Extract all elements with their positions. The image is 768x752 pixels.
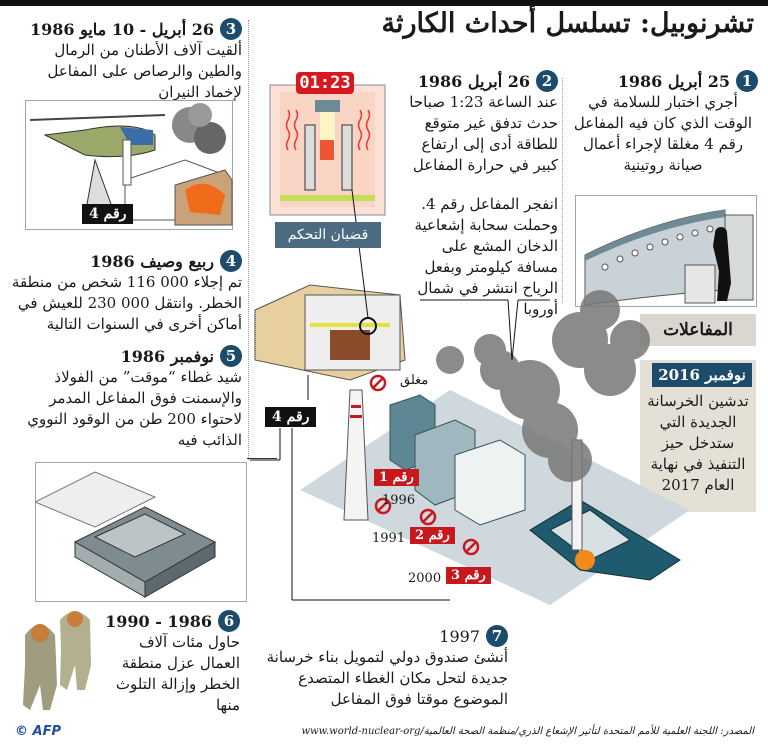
event-1: 1 25 أبريل 1986 أجري اختبار للسلامة في ال… xyxy=(568,70,758,176)
chernobyl-plant-diagram xyxy=(250,84,690,605)
event-number: 2 xyxy=(536,70,558,92)
unit-2-label: رقم 2 xyxy=(410,527,455,544)
connector-line xyxy=(247,458,277,459)
event-number: 5 xyxy=(220,345,242,367)
event-4: 4 ربيع وصيف 1986 تم إجلاء 000 116 شخص من … xyxy=(10,250,242,335)
event-2: 2 26 أبريل 1986 عند الساعة 1:23 صباحا حدث… xyxy=(400,70,558,320)
smoke-cloud xyxy=(436,290,650,482)
unit-1-year: 1996 xyxy=(382,493,416,508)
chimney xyxy=(343,389,369,521)
event-date: 1997 xyxy=(439,626,480,646)
event-text: ألقيت آلاف الأطنان من الرمال والطين والر… xyxy=(47,41,242,101)
divider xyxy=(248,20,249,460)
unit-3-year: 2000 xyxy=(408,571,442,586)
unit-3-label: رقم 3 xyxy=(446,567,491,584)
event-3: 3 26 أبريل - 10 مايو 1986 ألقيت آلاف الأط… xyxy=(10,18,242,103)
nov-2016-date: نوفمبر 2016 xyxy=(652,363,752,387)
event-date: ربيع وصيف 1986 xyxy=(90,251,214,271)
event-5: 5 نوفمبر 1986 شيد غطاء “موقت” من الفولاذ … xyxy=(10,345,242,451)
reactors-label: المفاعلات xyxy=(640,314,756,346)
timer-display: 01:23 xyxy=(296,72,354,94)
unit-4-label: رقم 4 xyxy=(82,204,134,224)
event-date: 26 أبريل - 10 مايو 1986 xyxy=(29,19,214,39)
event-text: أجري اختبار للسلامة في الوقت الذي كان في… xyxy=(573,93,753,174)
event-7: 7 1997 أنشئ صندوق دولي لتمويل بناء خرسانة… xyxy=(258,625,508,710)
page-title: تشرنوبيل: تسلسل أحداث الكارثة xyxy=(381,8,755,39)
event-text: عند الساعة 1:23 صباحا حدث تدفق غير متوقع… xyxy=(409,93,558,174)
control-room-illustration xyxy=(575,195,757,307)
workers-illustration xyxy=(23,611,91,710)
event-text: أنشئ صندوق دولي لتمويل بناء خرسانة جديدة… xyxy=(266,648,508,708)
divider xyxy=(562,78,563,303)
control-rods-label: قضبان التحكم xyxy=(275,222,381,248)
event-date: 26 أبريل 1986 xyxy=(417,71,530,91)
unit-1-label: رقم 1 xyxy=(374,469,419,486)
event-number: 1 xyxy=(736,70,758,92)
event-number: 7 xyxy=(486,625,508,647)
unit-2-year: 1991 xyxy=(372,531,406,546)
event-date: 1986 - 1990 xyxy=(105,611,212,631)
nov-2016-text: تدشين الخرسانة الجديدة التي ستدخل حيز ال… xyxy=(647,392,749,494)
top-bar xyxy=(0,0,768,6)
control-rod xyxy=(341,124,353,191)
source-note: المصدر: اللجنة العلمية للأمم المتحدة لتأ… xyxy=(301,726,755,737)
event-text: حاول مئات آلاف العمال عزل منطقة الخطر وإ… xyxy=(115,633,240,714)
event-date: 25 أبريل 1986 xyxy=(617,71,730,91)
sarcophagus-illustration xyxy=(35,462,247,602)
helicopter-illustration xyxy=(25,100,233,230)
event-number: 6 xyxy=(218,610,240,632)
event-number: 3 xyxy=(220,18,242,40)
control-rod xyxy=(304,124,316,191)
event-text-explosion: انفجر المفاعل رقم 4. وحملت سحابة إشعاعية… xyxy=(414,195,558,318)
event-text: تم إجلاء 000 116 شخص من منطقة الخطر. وان… xyxy=(11,273,242,333)
afp-logo: © AFP xyxy=(15,724,61,739)
event-number: 4 xyxy=(220,250,242,272)
event-date: نوفمبر 1986 xyxy=(120,346,214,366)
closed-label: مغلق xyxy=(400,373,429,388)
event-text: شيد غطاء “موقت” من الفولاذ والإسمنت فوق … xyxy=(27,368,242,449)
unit-4-label: رقم 4 xyxy=(265,407,317,427)
event-6: 6 1986 - 1990 حاول مئات آلاف العمال عزل م… xyxy=(100,610,240,716)
nov-2016-box: نوفمبر 2016 تدشين الخرسانة الجديدة التي … xyxy=(640,360,756,512)
